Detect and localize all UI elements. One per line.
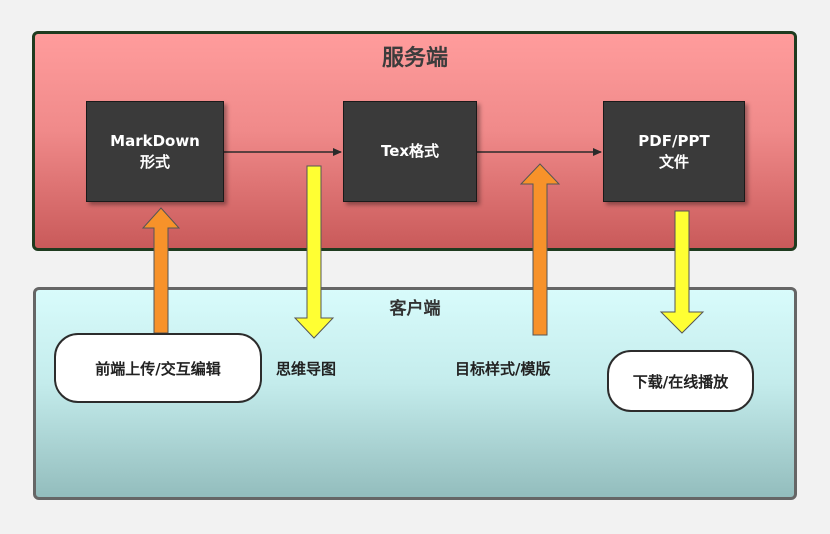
upload-node: 前端上传/交互编辑 bbox=[54, 333, 262, 403]
download-node: 下载/在线播放 bbox=[607, 350, 754, 412]
tex-box-label: Tex格式 bbox=[380, 142, 440, 160]
tex-box: Tex格式 bbox=[343, 101, 477, 202]
markdown-box-line2: 形式 bbox=[139, 152, 170, 171]
mindmap-label: 思维导图 bbox=[276, 360, 337, 378]
client-title: 客户端 bbox=[389, 299, 441, 319]
upload-label: 前端上传/交互编辑 bbox=[95, 359, 221, 378]
markdown-box: MarkDown 形式 bbox=[86, 101, 224, 202]
arrow-down-mindmap bbox=[293, 165, 335, 339]
pdf-box-line2: 文件 bbox=[658, 152, 689, 171]
server-title: 服务端 bbox=[381, 46, 448, 71]
arrow-down-download bbox=[659, 210, 705, 334]
arrow-up-template bbox=[519, 163, 561, 336]
markdown-box-line1: MarkDown bbox=[110, 131, 200, 150]
arrow-up-upload bbox=[141, 207, 181, 334]
pdf-box: PDF/PPT 文件 bbox=[603, 101, 745, 202]
pdf-box-line1: PDF/PPT bbox=[638, 131, 710, 150]
template-label: 目标样式/模版 bbox=[455, 360, 551, 378]
download-label: 下载/在线播放 bbox=[632, 372, 729, 391]
